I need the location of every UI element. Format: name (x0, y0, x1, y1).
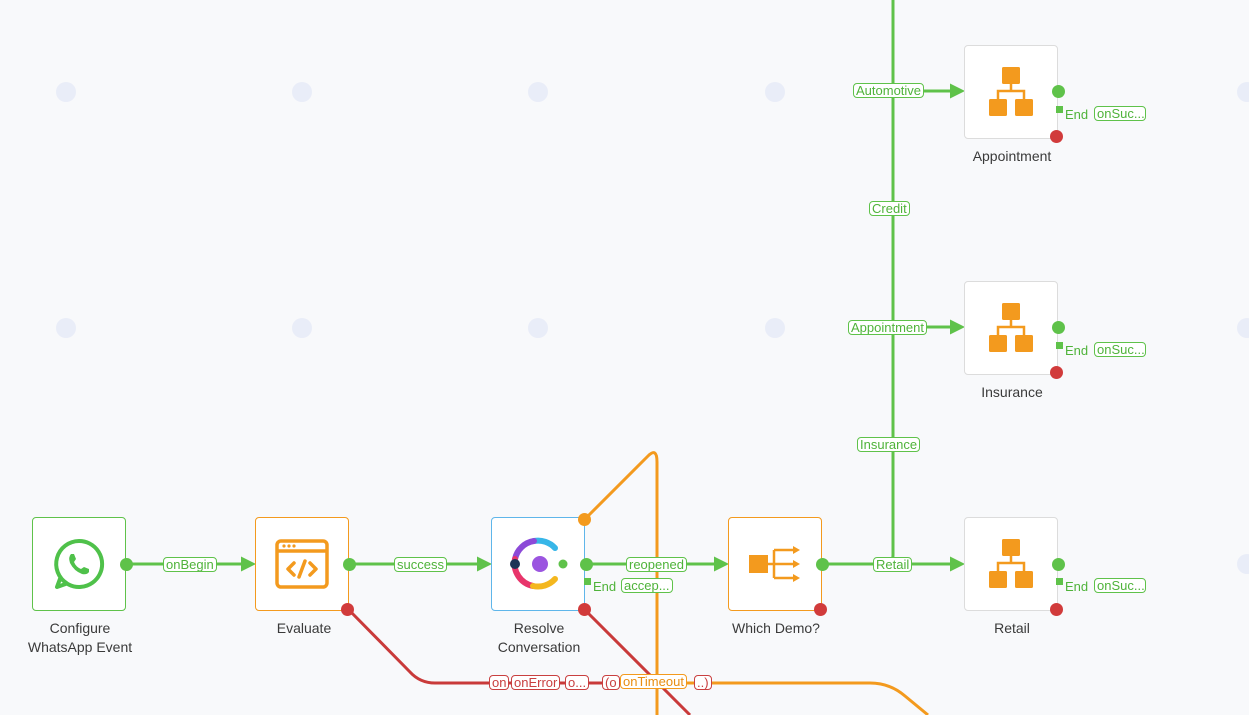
edge-label-onerror[interactable]: onError (511, 675, 561, 690)
subflow-icon (989, 303, 1033, 352)
branch-icon (749, 546, 800, 582)
port-error[interactable] (814, 603, 827, 616)
node-appointment[interactable] (964, 45, 1058, 139)
end-marker (1056, 106, 1063, 113)
conversation-logo-icon (510, 537, 568, 590)
node-retail[interactable] (964, 517, 1058, 611)
end-label: End (1065, 579, 1089, 594)
port-success[interactable] (580, 558, 593, 571)
node-label-evaluate: Evaluate (276, 620, 332, 636)
port-success[interactable] (816, 558, 829, 571)
end-label: End (1065, 343, 1089, 358)
grid-dot (765, 318, 785, 338)
grid-dot (292, 82, 312, 102)
edge-label-reopened[interactable]: reopened (626, 557, 687, 572)
edge-label-success[interactable]: success (394, 557, 447, 572)
node-insurance[interactable] (964, 281, 1058, 375)
node-resolve-conversation[interactable] (491, 517, 585, 611)
grid-dot (292, 318, 312, 338)
grid-dot (56, 318, 76, 338)
grid-dot (1237, 318, 1249, 338)
port-error[interactable] (578, 603, 591, 616)
edge-evaluate-error[interactable] (346, 607, 610, 685)
grid-dot (1237, 554, 1249, 574)
edge-timeout-out[interactable] (610, 681, 929, 715)
edge-label-onerror-right[interactable]: o... (565, 675, 590, 690)
whatsapp-icon (54, 538, 105, 589)
node-label-which-demo: Which Demo? (732, 620, 820, 636)
end-tag-onsuccess[interactable]: onSuc... (1094, 106, 1146, 121)
edge-label-automotive[interactable]: Automotive (853, 83, 925, 98)
node-configure-whatsapp-event[interactable] (32, 517, 126, 611)
edge-resolve-timeout[interactable] (582, 451, 659, 715)
end-label: End (1065, 107, 1089, 122)
grid-dot (1237, 82, 1249, 102)
edge-label-ontimeout-right[interactable]: ..) (694, 675, 712, 690)
edge-label-ontimeout[interactable]: onTimeout (620, 674, 687, 689)
node-label-resolve: Resolve Conversation (497, 620, 581, 655)
grid-dot (56, 82, 76, 102)
port-success[interactable] (1052, 321, 1065, 334)
subflow-icon (989, 539, 1033, 588)
edge-label-credit[interactable]: Credit (869, 201, 910, 216)
end-marker (584, 578, 591, 585)
edge-label-appointment[interactable]: Appointment (848, 320, 927, 335)
grid-dot (765, 82, 785, 102)
node-which-demo[interactable] (728, 517, 822, 611)
end-tag-onsuccess[interactable]: onSuc... (1094, 342, 1146, 357)
node-evaluate[interactable] (255, 517, 349, 611)
node-label-insurance: Insurance (981, 384, 1043, 400)
grid-dot (528, 82, 548, 102)
edge-label-onbegin[interactable]: onBegin (163, 557, 217, 572)
edge-resolve-error[interactable] (582, 607, 692, 715)
port-success[interactable] (1052, 558, 1065, 571)
edge-label-retail[interactable]: Retail (873, 557, 913, 572)
port-success[interactable] (343, 558, 356, 571)
end-label: End (593, 579, 617, 594)
port-error[interactable] (1050, 366, 1063, 379)
code-window-icon (275, 539, 329, 589)
end-marker (1056, 342, 1063, 349)
node-label-appointment: Appointment (972, 148, 1052, 164)
end-tag-accepted[interactable]: accep... (621, 578, 673, 593)
edge-label-onerror-left[interactable]: on (489, 675, 510, 690)
port-error[interactable] (341, 603, 354, 616)
port-error[interactable] (1050, 603, 1063, 616)
port-success[interactable] (120, 558, 133, 571)
port-timeout[interactable] (578, 513, 591, 526)
edge-label-insurance[interactable]: Insurance (857, 437, 921, 452)
subflow-icon (989, 67, 1033, 116)
end-marker (1056, 578, 1063, 585)
end-tag-onsuccess[interactable]: onSuc... (1094, 578, 1146, 593)
node-label-configure: Configure WhatsApp Event (27, 620, 133, 655)
port-success[interactable] (1052, 85, 1065, 98)
port-error[interactable] (1050, 130, 1063, 143)
grid-dot (528, 318, 548, 338)
node-label-retail: Retail (994, 620, 1030, 636)
edge-label-ontimeout-left[interactable]: (o (602, 675, 620, 690)
